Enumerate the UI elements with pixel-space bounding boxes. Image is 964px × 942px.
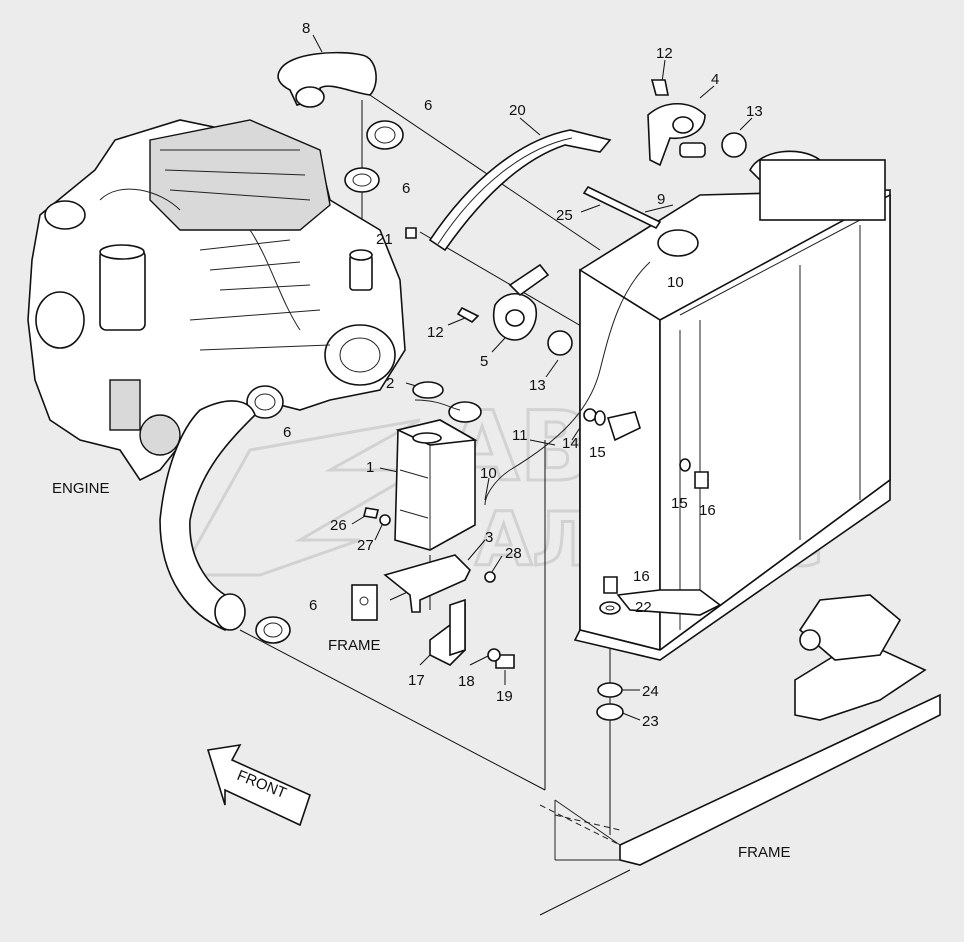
hose-clamps [246,120,404,644]
rod [582,185,662,230]
callout-1: 1 [366,459,374,476]
callout-2: 2 [386,375,394,392]
callout-6: 6 [402,180,410,197]
callout-16: 16 [699,502,716,519]
callout-16: 16 [633,568,650,585]
callout-10: 10 [480,465,497,482]
callout-23: 23 [642,713,659,730]
callout-10: 10 [667,274,684,291]
callout-13: 13 [529,377,546,394]
callout-3: 3 [485,529,493,546]
callout-19: 19 [496,688,513,705]
callout-9: 9 [657,191,665,208]
callout-12: 12 [427,324,444,341]
callout-13: 13 [746,103,763,120]
washers [379,408,691,721]
callout-20: 20 [509,102,526,119]
radiator-bracket [606,411,641,442]
lower-hose [159,400,256,632]
callout-4: 4 [711,71,719,88]
reservoir-tank [394,399,482,551]
engine [27,119,406,482]
engine-label: ENGINE [52,480,110,497]
o-ring-2 [412,381,444,399]
bolts [363,79,709,669]
callout-12: 12 [656,45,673,62]
callout-27: 27 [357,537,374,554]
callout-28: 28 [505,545,522,562]
callouts: 8 6 6 6 6 21 20 12 4 13 9 25 10 12 5 13 … [283,20,763,730]
callout-6: 6 [424,97,432,114]
callout-24: 24 [642,683,659,700]
callout-15: 15 [589,444,606,461]
callout-21: 21 [376,231,393,248]
callout-17: 17 [408,672,425,689]
water-outlets [493,103,706,341]
callout-22: 22 [635,599,652,616]
watermark-logo [177,418,426,577]
callout-15: 15 [671,495,688,512]
callout-26: 26 [330,517,347,534]
front-arrow: FRONT [206,743,311,827]
bottom-frame [539,594,941,866]
pipe-bundle [428,129,612,252]
callout-8: 8 [302,20,310,37]
callout-6: 6 [309,597,317,614]
frame-bottom-label: FRAME [738,844,791,861]
callout-11: 11 [512,427,528,444]
callout-6: 6 [283,424,291,441]
upper-hose [277,51,377,108]
tank-brackets [351,554,471,666]
callout-5: 5 [480,353,488,370]
callout-14: 14 [562,435,579,452]
radiator [573,150,891,661]
o-ring-13-upper [721,132,747,158]
callout-25: 25 [556,207,573,224]
callout-18: 18 [458,673,475,690]
frame-bracket-label: FRAME [328,637,381,654]
o-ring-13-lower [547,330,573,356]
overflow-hose [484,261,651,506]
